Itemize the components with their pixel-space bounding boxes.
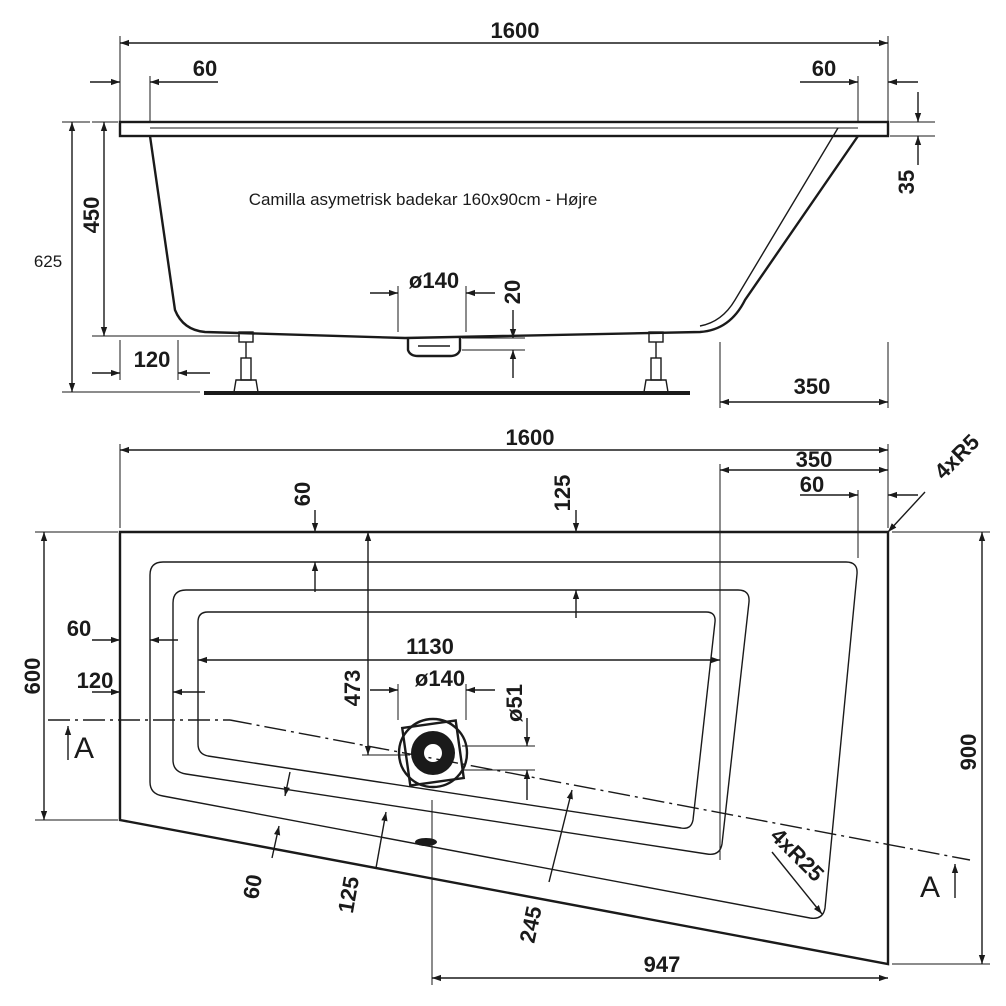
top-right-width: 900 (956, 734, 981, 771)
top-top-step: 125 (550, 475, 575, 512)
side-floor (204, 391, 690, 395)
top-inner-bottom (197, 611, 716, 830)
top-bottom-inner: 245 (515, 904, 547, 945)
side-drain-offset: 20 (500, 280, 525, 304)
top-bottom-length: 947 (644, 952, 681, 977)
top-view: A A 1600 350 60 4xR5 60 125 60 (20, 425, 990, 985)
top-right-rim: 60 (800, 472, 824, 497)
side-right-leg (643, 331, 669, 393)
side-drain (406, 338, 462, 358)
side-right-leg-span: 350 (794, 374, 831, 399)
side-rim-thickness: 35 (894, 170, 919, 194)
side-rim (118, 120, 890, 138)
top-step-outline (149, 561, 858, 919)
top-corner-radius-outer: 4xR5 (929, 429, 984, 484)
top-overflow (415, 838, 437, 846)
top-drain-diameter: ø140 (415, 666, 465, 691)
side-left-leg (233, 331, 259, 393)
side-tub-body (148, 135, 859, 340)
top-right-segment: 350 (796, 447, 833, 472)
side-leg-inset: 120 (134, 347, 171, 372)
top-inner-length: 1130 (406, 634, 454, 659)
top-drain (397, 717, 469, 789)
side-rim-right: 60 (812, 56, 836, 81)
top-inner-basin (172, 589, 750, 855)
top-top-rim: 60 (290, 482, 315, 506)
top-bottom-step: 125 (333, 874, 364, 915)
section-label-right: A (920, 871, 940, 904)
top-left-step: 120 (77, 668, 114, 693)
page-title: Camilla asymetrisk badekar 160x90cm - Hø… (249, 190, 598, 209)
top-bottom-rim: 60 (238, 872, 267, 900)
top-drain-distance: 473 (340, 670, 365, 707)
top-left-rim: 60 (67, 616, 91, 641)
side-drain-diameter: ø140 (409, 268, 459, 293)
top-overflow-diameter: ø51 (502, 684, 527, 722)
side-total-height: 625 (34, 252, 62, 271)
side-overall-length: 1600 (491, 18, 540, 43)
top-overall-length: 1600 (506, 425, 555, 450)
side-view: 1600 60 60 35 450 625 Camilla asymetrisk… (34, 18, 935, 408)
top-outer-outline (118, 530, 890, 966)
side-rim-left: 60 (193, 56, 217, 81)
section-label-left: A (74, 732, 94, 765)
top-left-width: 600 (20, 658, 45, 695)
side-inner-depth: 450 (79, 197, 104, 234)
